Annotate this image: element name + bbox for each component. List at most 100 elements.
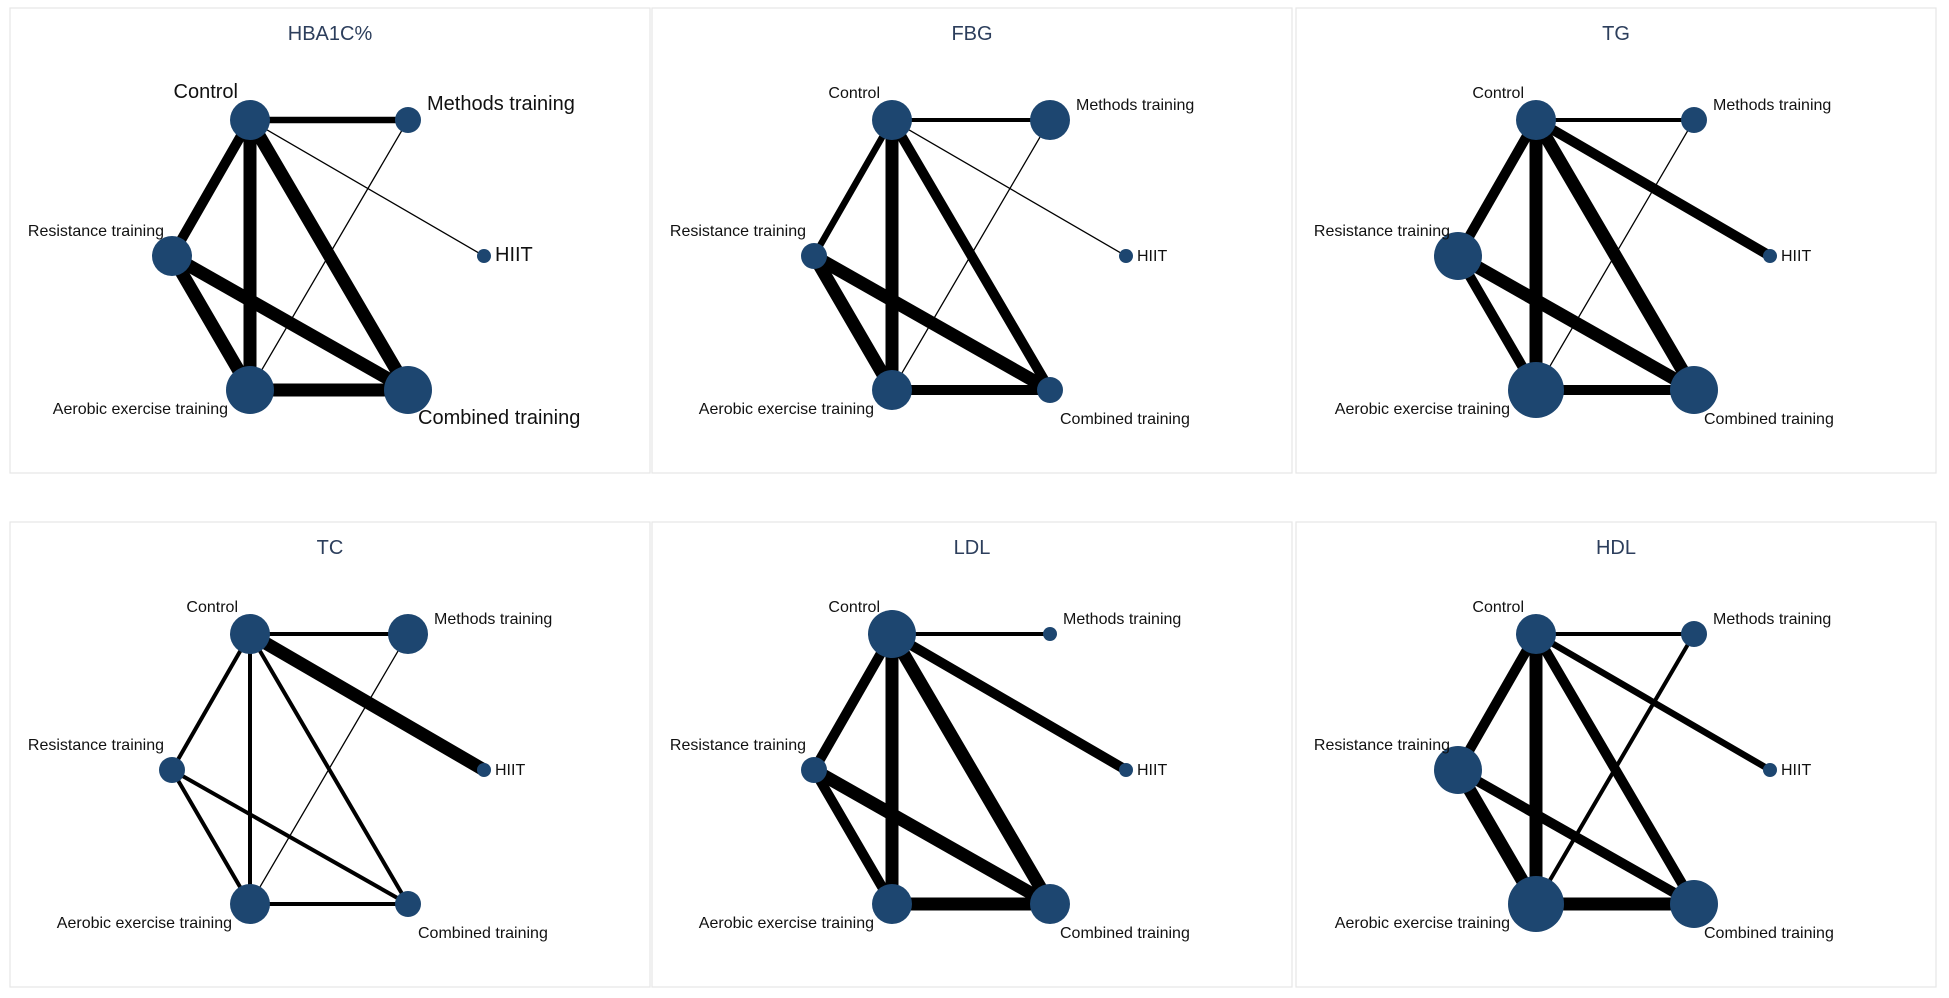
node-label-hiit: HIIT xyxy=(1137,248,1167,265)
node-label-resistance: Resistance training xyxy=(28,223,164,240)
node-hiit xyxy=(1763,249,1777,263)
node-label-aerobic: Aerobic exercise training xyxy=(53,401,228,418)
panel-title: TG xyxy=(1602,23,1630,45)
node-hiit xyxy=(477,249,491,263)
edge-control-resistance xyxy=(1453,117,1541,259)
node-label-combined: Combined training xyxy=(1060,925,1190,942)
node-label-combined: Combined training xyxy=(418,407,580,429)
node-resistance xyxy=(801,243,827,269)
node-label-combined: Combined training xyxy=(418,925,548,942)
edge-control-resistance xyxy=(1453,631,1541,773)
edge-control-hiit xyxy=(249,119,485,257)
panel-frame xyxy=(1295,7,1937,474)
edge-control-hiit xyxy=(1533,115,1773,261)
node-control xyxy=(1516,100,1556,140)
edge-resistance-combined xyxy=(1454,250,1698,396)
node-resistance xyxy=(152,236,192,276)
node-methods xyxy=(1681,107,1707,133)
panel-title: TC xyxy=(317,537,344,559)
node-label-aerobic: Aerobic exercise training xyxy=(57,915,232,932)
node-label-hiit: HIIT xyxy=(1781,762,1811,779)
node-label-methods: Methods training xyxy=(1713,611,1831,628)
node-label-combined: Combined training xyxy=(1704,925,1834,942)
node-label-hiit: HIIT xyxy=(1781,248,1811,265)
node-control xyxy=(1516,614,1556,654)
node-label-hiit: HIIT xyxy=(1137,762,1167,779)
edge-control-hiit xyxy=(246,628,488,776)
edge-resistance-combined xyxy=(168,250,412,396)
edge-resistance-combined xyxy=(810,250,1054,396)
node-control xyxy=(230,614,270,654)
node-label-methods: Methods training xyxy=(1076,97,1194,114)
edge-control-resistance xyxy=(170,633,252,771)
node-hiit xyxy=(1119,249,1133,263)
edge-methods-aerobic xyxy=(1534,632,1696,906)
node-label-aerobic: Aerobic exercise training xyxy=(1335,915,1510,932)
node-aerobic xyxy=(230,884,270,924)
node-aerobic xyxy=(872,884,912,924)
node-label-resistance: Resistance training xyxy=(1314,223,1450,240)
edge-control-resistance xyxy=(811,118,895,258)
panel-title: HDL xyxy=(1596,537,1636,559)
panel-frame xyxy=(9,521,651,988)
node-label-hiit: HIIT xyxy=(495,762,525,779)
edge-control-resistance xyxy=(167,117,255,259)
node-combined xyxy=(1037,377,1063,403)
node-hiit xyxy=(1119,763,1133,777)
edge-resistance-aerobic xyxy=(170,768,252,906)
node-aerobic xyxy=(872,370,912,410)
node-combined xyxy=(1030,884,1070,924)
node-label-methods: Methods training xyxy=(434,611,552,628)
node-label-control: Control xyxy=(186,599,238,616)
panel-title: HBA1C% xyxy=(288,23,373,45)
node-resistance xyxy=(1434,232,1482,280)
node-label-aerobic: Aerobic exercise training xyxy=(699,915,874,932)
panel-title: LDL xyxy=(954,537,991,559)
node-resistance xyxy=(1434,746,1482,794)
node-label-control: Control xyxy=(1472,85,1524,102)
node-label-aerobic: Aerobic exercise training xyxy=(699,401,874,418)
node-label-control: Control xyxy=(174,81,238,103)
edge-methods-aerobic xyxy=(249,119,409,391)
edge-control-combined xyxy=(886,630,1056,908)
node-label-resistance: Resistance training xyxy=(1314,737,1450,754)
node-label-combined: Combined training xyxy=(1704,411,1834,428)
node-label-resistance: Resistance training xyxy=(670,223,806,240)
node-label-methods: Methods training xyxy=(1063,611,1181,628)
panel-title: FBG xyxy=(951,23,992,45)
edge-control-hiit xyxy=(889,629,1129,775)
node-methods xyxy=(395,107,421,133)
node-methods xyxy=(1043,627,1057,641)
node-methods xyxy=(1030,100,1070,140)
edge-resistance-aerobic xyxy=(808,252,898,394)
node-label-methods: Methods training xyxy=(427,93,575,115)
node-resistance xyxy=(801,757,827,783)
node-resistance xyxy=(159,757,185,783)
node-combined xyxy=(395,891,421,917)
node-label-control: Control xyxy=(828,599,880,616)
edge-resistance-aerobic xyxy=(166,252,256,394)
node-combined xyxy=(1670,366,1718,414)
node-methods xyxy=(1681,621,1707,647)
node-label-resistance: Resistance training xyxy=(28,737,164,754)
edge-methods-aerobic xyxy=(249,633,409,905)
node-hiit xyxy=(1763,763,1777,777)
node-aerobic xyxy=(1508,876,1564,932)
node-control xyxy=(868,610,916,658)
edge-control-hiit xyxy=(891,119,1127,257)
node-label-methods: Methods training xyxy=(1713,97,1831,114)
edge-resistance-combined xyxy=(810,764,1054,910)
node-aerobic xyxy=(1508,362,1564,418)
node-combined xyxy=(384,366,432,414)
node-methods xyxy=(388,614,428,654)
edge-resistance-aerobic xyxy=(809,767,897,907)
edge-resistance-combined xyxy=(171,768,409,906)
node-aerobic xyxy=(226,366,274,414)
